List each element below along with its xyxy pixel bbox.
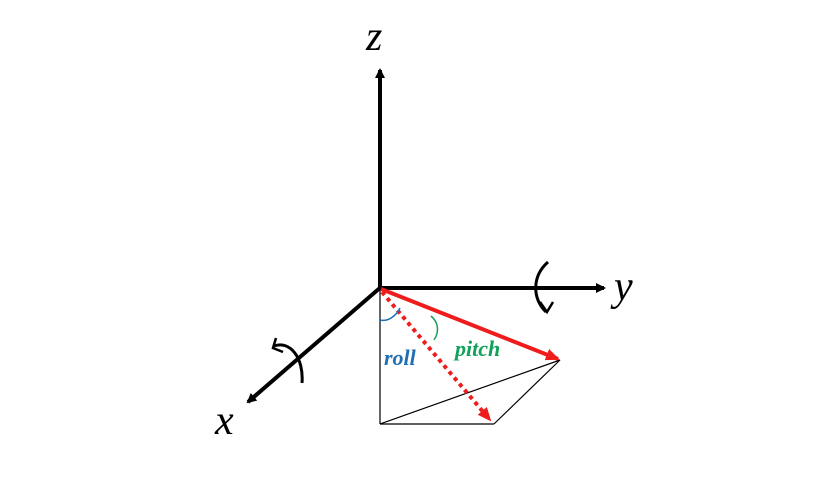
projected-vector-dotted xyxy=(380,290,492,422)
y-rotation-arrow-icon xyxy=(534,260,555,315)
pitch-label: pitch xyxy=(453,336,500,361)
y-axis-label: y xyxy=(610,264,633,310)
x-axis xyxy=(246,285,383,404)
pitch-angle-arc xyxy=(430,315,439,341)
direction-vector xyxy=(380,287,560,361)
x-rotation-arrow-icon xyxy=(271,337,304,384)
z-axis-label: z xyxy=(365,14,382,60)
projection-construction xyxy=(379,288,561,425)
diagonal-line xyxy=(379,359,561,425)
side-edge-line xyxy=(493,359,561,425)
roll-label: roll xyxy=(384,345,417,370)
roll-angle-arc xyxy=(379,307,401,322)
x-axis-label: x xyxy=(214,398,234,444)
